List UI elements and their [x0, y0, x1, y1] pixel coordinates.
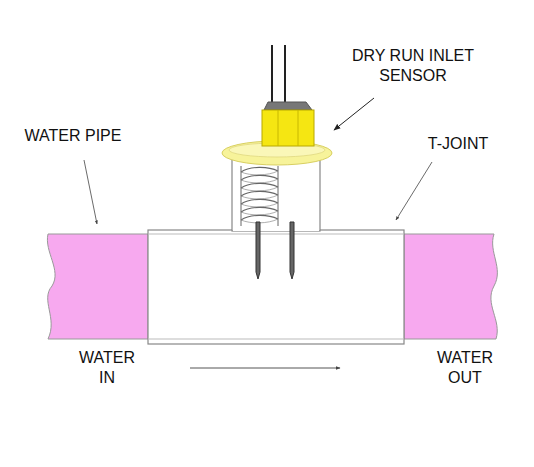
- leader-line: [334, 98, 374, 130]
- water-pipe-right: [404, 234, 497, 339]
- flow-label: WATER IN: [72, 348, 142, 388]
- sensor-wire: [284, 45, 286, 104]
- part-label: WATER PIPE: [8, 126, 138, 146]
- sensor-wire: [271, 45, 273, 104]
- screw-thread: [241, 166, 278, 226]
- sensor-hex-nut: [262, 110, 314, 146]
- callout-label: DRY RUN INLET SENSOR: [342, 46, 484, 86]
- t-joint-body: [148, 230, 404, 344]
- sensor-probe: [290, 222, 294, 279]
- flow-label: WATER OUT: [428, 348, 502, 388]
- sensor-probe: [256, 222, 260, 279]
- leader-line: [396, 162, 432, 220]
- leader-line: [84, 160, 97, 224]
- water-pipe-left: [47, 234, 148, 339]
- part-label: T-JOINT: [408, 134, 508, 154]
- flow-arrow: [190, 368, 340, 369]
- sensor-nut-top: [264, 102, 312, 110]
